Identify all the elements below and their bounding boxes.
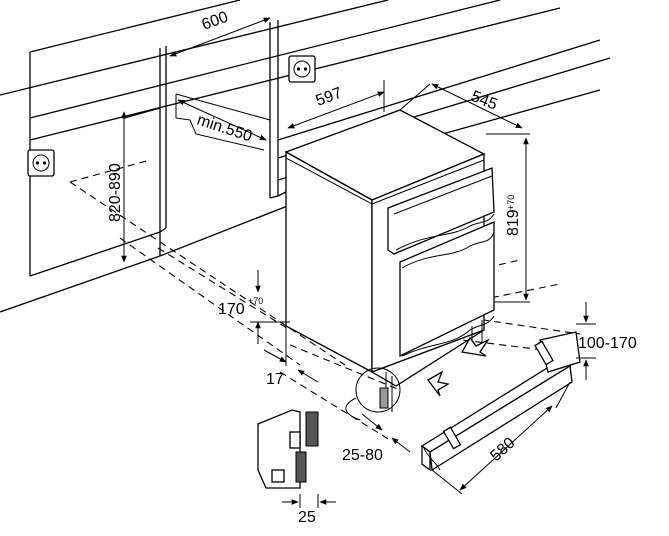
dim-label-25-80: 25-80	[342, 447, 383, 464]
dim-545: 545	[399, 83, 523, 129]
detail-section	[257, 409, 319, 508]
dim-label-100-170: 100-170	[578, 335, 637, 352]
dim-label-600: 600	[200, 9, 231, 34]
left-cabinet-panel	[123, 46, 167, 256]
dim-820-890: 820-890	[107, 111, 127, 263]
appliance-door-upper	[387, 167, 495, 255]
dim-819: 819 +70	[486, 133, 530, 303]
dim-label-819-sup: +70	[506, 195, 516, 210]
dim-17: 17	[263, 310, 319, 388]
detail-magnifier	[345, 367, 401, 421]
dim-597: 597	[287, 80, 385, 129]
dim-label-820-890: 820-890	[107, 163, 124, 222]
dim-label-597: 597	[314, 85, 345, 110]
power-socket-icon	[27, 149, 55, 177]
dim-25-80: 25-80	[342, 413, 411, 464]
dim-label-819: 819	[505, 209, 522, 236]
dim-170: 170 +70	[218, 270, 290, 344]
dim-label-25: 25	[298, 509, 316, 526]
dim-label-17: 17	[266, 371, 284, 388]
dim-label-170-sup: +70	[248, 296, 263, 306]
dim-label-545: 545	[469, 88, 500, 114]
direction-arrow-icon	[427, 336, 490, 397]
dim-25: 25	[282, 499, 336, 526]
dim-100-170: 100-170	[576, 302, 637, 380]
power-socket-icon	[288, 55, 316, 83]
dim-600: 600	[165, 9, 271, 66]
appliance-door-lower	[399, 221, 495, 358]
dim-label-170: 170	[218, 301, 245, 318]
